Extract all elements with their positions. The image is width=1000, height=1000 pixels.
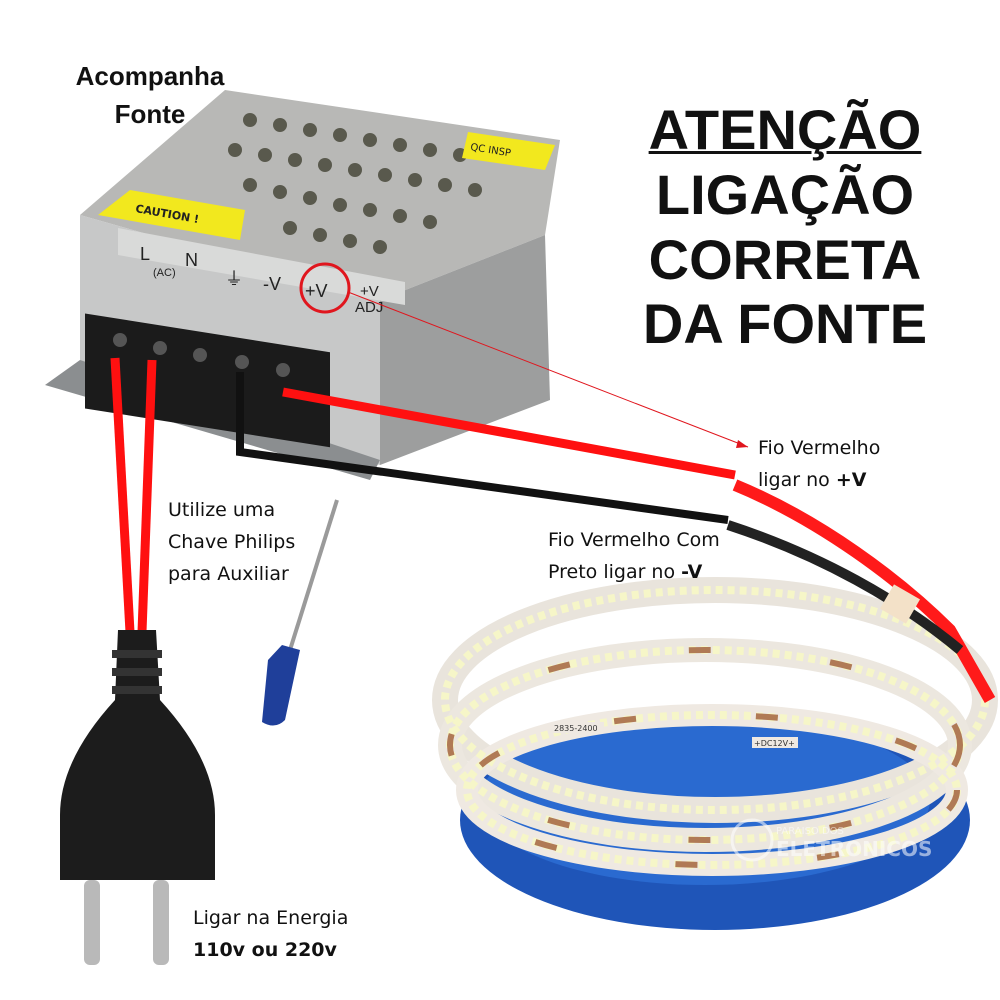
note-line: Fio Vermelho — [758, 437, 881, 459]
terminal-adj: ADJ — [355, 299, 383, 316]
note-terminal: +V — [835, 469, 867, 491]
ac-wire-n — [137, 359, 157, 633]
voltage-label: 110v ou 220v — [193, 939, 337, 961]
note-line: Fio Vermelho Com — [548, 529, 720, 551]
terminal-plus-v: +V — [305, 281, 328, 301]
terminal-ground: ⏚ — [225, 269, 243, 289]
strip-black-lead — [726, 520, 964, 654]
note-line: para Auxiliar — [168, 563, 289, 585]
terminal-ac: (AC) — [153, 267, 176, 279]
strip-print-label-model: 2835-2400 — [554, 724, 598, 733]
note-line: Utilize uma — [168, 499, 276, 521]
power-supply-caption: Acompanha Fonte — [40, 57, 260, 133]
terminal-minus-v: -V — [263, 274, 281, 294]
terminal-l: L — [140, 244, 150, 264]
svg-text:PARAISO DOS: PARAISO DOS — [776, 826, 844, 837]
strip-red-lead — [732, 479, 996, 703]
heading-line-1: ATENÇÃO — [648, 98, 922, 161]
highlight-circle — [299, 262, 351, 314]
heading-line-4: DA FONTE — [642, 292, 928, 355]
pointer-line — [347, 291, 749, 448]
caption-line: Fonte — [114, 99, 186, 129]
caption-line: Acompanha — [75, 61, 225, 91]
note-line: ligar no — [758, 469, 836, 491]
power-plug — [60, 630, 215, 965]
svg-text:ELETRONICOS: ELETRONICOS — [776, 837, 932, 861]
terminal-plus-v-adj: +V — [360, 283, 379, 300]
watermark: PARAISO DOS ELETRONICOS — [730, 818, 932, 862]
note-line: Ligar na Energia — [193, 907, 349, 929]
plug-note: Ligar na Energia 110v ou 220v — [193, 902, 348, 966]
note-line: Chave Philips — [168, 531, 296, 553]
heading-line-2: LIGAÇÃO — [655, 163, 915, 226]
ac-wire-l — [110, 357, 135, 633]
note-terminal: -V — [681, 561, 703, 583]
strip-print-label-voltage: +DC12V+ — [754, 739, 795, 748]
terminal-n: N — [185, 250, 198, 270]
black-output-wire — [236, 372, 729, 524]
heat-shrink — [880, 584, 920, 624]
red-wire-note: Fio Vermelho ligar no +V — [758, 432, 880, 496]
black-wire-note: Fio Vermelho Com Preto ligar no -V — [548, 524, 720, 588]
led-strip-reel: 2835-2400 +DC12V+ — [432, 577, 998, 930]
red-output-wire — [282, 387, 736, 480]
heading-line-3: CORRETA — [648, 228, 922, 291]
screwdriver-note: Utilize uma Chave Philips para Auxiliar — [168, 494, 295, 590]
screwdriver — [262, 499, 339, 726]
note-line: Preto ligar no — [548, 561, 682, 583]
